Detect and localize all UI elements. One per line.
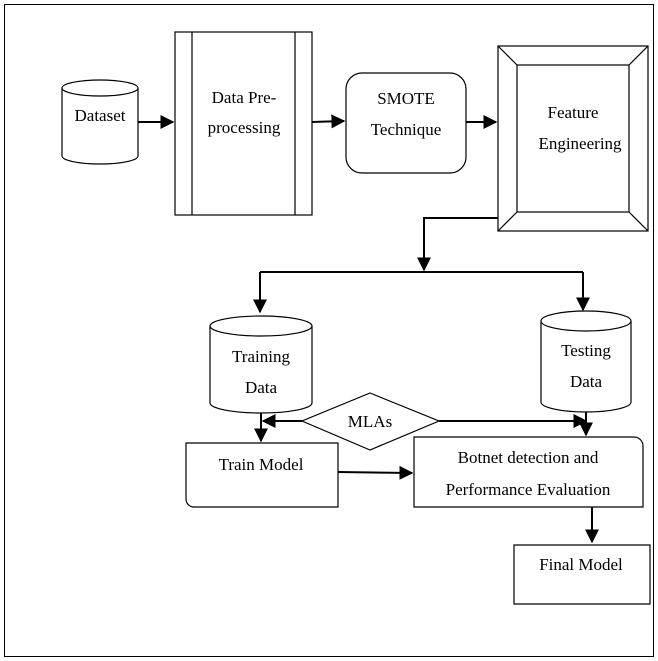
- smote-label-line1: SMOTE: [377, 89, 435, 108]
- mlas-diamond: MLAs: [300, 392, 441, 451]
- feature-engineering-label-line1: Feature: [548, 103, 599, 122]
- outer-frame: [4, 4, 654, 657]
- training-data-label-line2: Data: [245, 378, 278, 397]
- connector-feature-to-split: [417, 217, 498, 272]
- mlas-label: MLAs: [348, 412, 392, 431]
- smote-box: SMOTE Technique: [345, 72, 467, 174]
- testing-data-cylinder: Testing Data: [540, 310, 632, 413]
- arrow-preprocessing-to-smote: [311, 114, 346, 129]
- train-model-label: Train Model: [219, 455, 304, 474]
- train-model-box: Train Model: [185, 442, 339, 508]
- testing-data-label-line1: Testing: [561, 341, 611, 360]
- dataset-label: Dataset: [75, 106, 126, 125]
- smote-label-line2: Technique: [371, 120, 442, 139]
- final-model-label: Final Model: [539, 555, 623, 574]
- evaluation-label-line1: Botnet detection and: [458, 448, 599, 467]
- feature-engineering-label-line2: Engineering: [538, 134, 622, 153]
- final-model-box: Final Model: [513, 544, 651, 605]
- training-data-label-line1: Training: [232, 347, 290, 366]
- preprocessing-label-line2: processing: [208, 118, 281, 137]
- training-data-cylinder: Training Data: [209, 315, 313, 414]
- preprocessing-box: Data Pre- processing: [174, 31, 313, 216]
- evaluation-box: Botnet detection and Performance Evaluat…: [413, 436, 644, 508]
- arrow-train-model-to-evaluation: [337, 465, 414, 480]
- dataset-cylinder: Dataset: [61, 79, 139, 165]
- testing-data-label-line2: Data: [570, 372, 603, 391]
- preprocessing-label-line1: Data Pre-: [212, 88, 277, 107]
- evaluation-label-line2: Performance Evaluation: [446, 480, 611, 499]
- feature-engineering-box: Feature Engineering: [497, 45, 649, 232]
